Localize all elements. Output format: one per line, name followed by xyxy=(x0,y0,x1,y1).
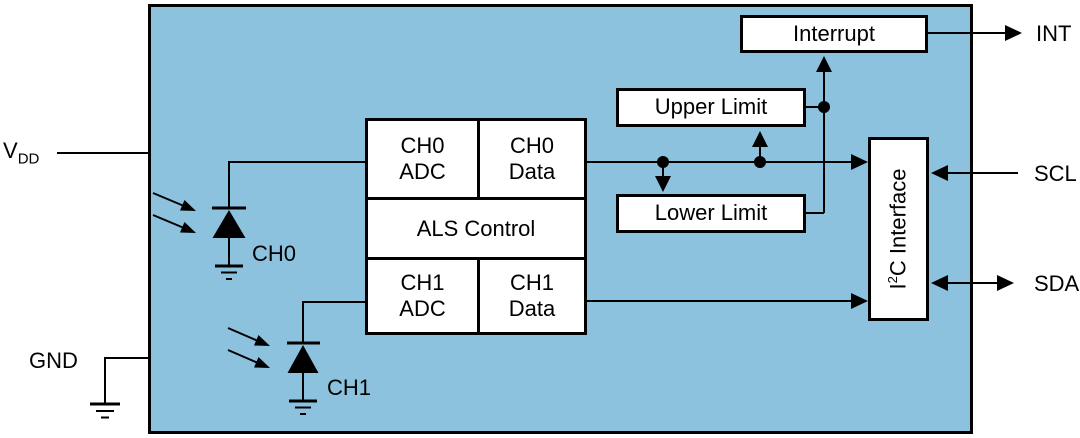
arrowhead-to-interrupt xyxy=(816,56,832,72)
int-pin-label: INT xyxy=(1036,21,1072,46)
ch1-data-block: CH1 Data xyxy=(480,260,584,332)
ch0-row: CH0 ADC CH0 Data xyxy=(368,121,584,200)
ch1-data-line1: CH1 xyxy=(509,270,554,295)
arrowhead-sda-in xyxy=(931,275,948,291)
gnd-wire xyxy=(104,357,149,403)
ch1-data-line2: Data xyxy=(508,296,556,321)
vdd-pin-label: VDD xyxy=(3,138,40,168)
ch0-anode-wire xyxy=(228,161,367,208)
ch1-adc-line1: CH1 xyxy=(400,270,445,295)
arrowhead-ch0-to-i2c xyxy=(851,154,868,170)
arrowhead-ch1-to-i2c xyxy=(851,293,868,309)
gnd-pin xyxy=(90,357,149,419)
photodiode-ch1-icon xyxy=(287,341,320,373)
lower-limit-label: Lower Limit xyxy=(654,200,768,226)
scl-pin-label: SCL xyxy=(1034,161,1077,186)
sda-pin-label: SDA xyxy=(1034,271,1080,296)
photodiode-ch0 xyxy=(152,161,367,280)
ch0-adc-block: CH0 ADC xyxy=(368,121,480,197)
ch0-adc-line1: CH0 xyxy=(400,133,445,158)
arrowhead-to-lower-limit xyxy=(655,176,671,192)
ch1-row: CH1 ADC CH1 Data xyxy=(368,260,584,332)
scl-pin xyxy=(931,165,1018,181)
ch0-data-bus xyxy=(586,131,868,192)
ch0-data-block: CH0 Data xyxy=(480,121,584,197)
arrowhead-scl-in xyxy=(931,165,948,181)
arrowhead-sda-out xyxy=(997,275,1014,291)
int-pin xyxy=(927,25,1022,41)
ch0-ground-icon xyxy=(215,264,243,280)
junction-dot-riser xyxy=(818,101,830,113)
interrupt-block: Interrupt xyxy=(740,15,928,53)
light-ray-icons-ch1 xyxy=(227,327,270,368)
upper-limit-label: Upper Limit xyxy=(654,94,768,120)
ch1-ground-icon xyxy=(289,399,317,415)
gnd-pin-label: GND xyxy=(29,348,78,373)
photodiode-ch0-icon xyxy=(212,206,246,238)
upper-limit-block: Upper Limit xyxy=(616,88,806,127)
ch1-anode-wire xyxy=(302,301,367,343)
sda-pin xyxy=(931,275,1014,291)
i2c-interface-block: I2C Interface xyxy=(868,137,929,321)
ch0-data-line1: CH0 xyxy=(509,133,554,158)
ch1-data-bus xyxy=(586,293,868,309)
ch0-photodiode-label: CH0 xyxy=(252,241,297,266)
interrupt-label: Interrupt xyxy=(793,20,875,46)
gnd-ground-icon xyxy=(90,402,120,419)
ch0-adc-line2: ADC xyxy=(399,159,446,184)
i2c-interface-label: I2C Interface xyxy=(885,168,911,290)
arrowhead-int-out xyxy=(1005,25,1022,41)
ch1-adc-line2: ADC xyxy=(399,296,446,321)
lower-limit-block: Lower Limit xyxy=(616,194,806,233)
als-core-block: CH0 ADC CH0 Data ALS Control CH1 ADC CH1… xyxy=(365,118,587,335)
arrowhead-to-upper-limit xyxy=(752,131,768,147)
photodiode-ch1 xyxy=(227,301,367,415)
als-control-row: ALS Control xyxy=(368,200,584,260)
ch1-photodiode-label: CH1 xyxy=(327,375,372,400)
ch0-data-line2: Data xyxy=(508,159,556,184)
interrupt-logic-wires xyxy=(805,56,832,214)
als-control-block: ALS Control xyxy=(368,200,584,257)
ch1-adc-block: CH1 ADC xyxy=(368,260,480,332)
als-control-label: ALS Control xyxy=(416,215,536,241)
light-ray-icons-ch0 xyxy=(152,192,196,233)
